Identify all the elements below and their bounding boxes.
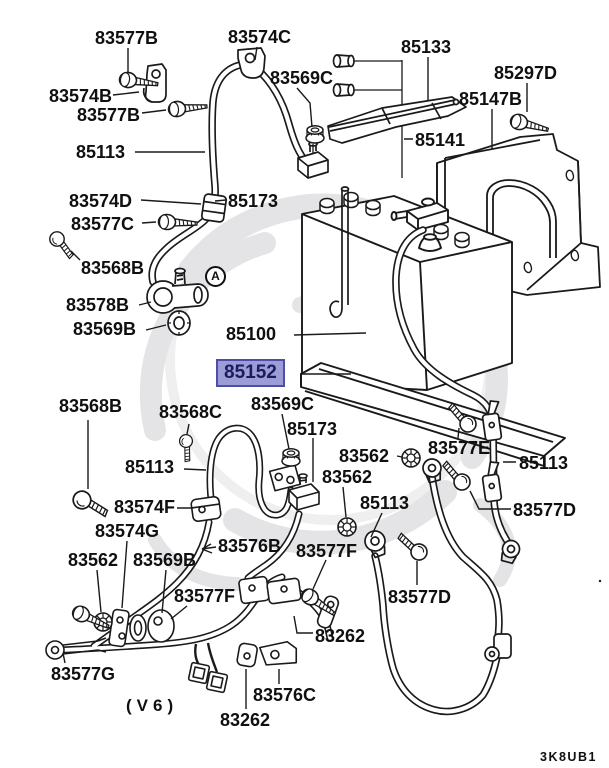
part-label-85173-1[interactable]: 85173 [228,191,279,211]
holddown-j-rod [329,186,350,318]
part-label-85141[interactable]: 85141 [415,130,466,150]
part-label-83568C[interactable]: 83568C [159,402,223,422]
part-label-83577C[interactable]: 83577C [71,214,135,234]
part-label-83562-1[interactable]: 83562 [339,446,390,466]
callout-a: A [205,266,226,287]
part-label-85100[interactable]: 85100 [226,324,277,344]
lower-cable-harness-assembly [45,424,340,694]
part-label-83262-1[interactable]: 83262 [315,626,366,646]
right-battery-cable-assembly [337,226,602,716]
part-label-85113-3[interactable]: 85113 [125,457,175,477]
part-label-83569B-2[interactable]: 83569B [133,550,197,570]
part-label-83574D[interactable]: 83574D [69,191,133,211]
part-label-83577B-1[interactable]: 83577B [95,28,159,48]
part-label-83577G[interactable]: 83577G [51,664,116,684]
part-label-85113-2[interactable]: 85113 [519,453,569,473]
part-label-83576B[interactable]: 83576B [218,536,282,556]
part-label-83574F[interactable]: 83574F [114,497,176,517]
part-label-85113-4[interactable]: 85113 [360,493,410,513]
battery-holddown-85141-85133 [327,54,467,178]
part-label-83568B-2[interactable]: 83568B [59,396,123,416]
part-label-83574G[interactable]: 83574G [95,521,160,541]
part-label-85173-2[interactable]: 85173 [287,419,338,439]
leader-lines [62,46,528,709]
part-label-83569C-1[interactable]: 83569C [270,68,334,88]
part-label-83577E[interactable]: 83577E [428,438,491,458]
part-label-85147B[interactable]: 85147B [459,89,523,109]
part-label-83574B[interactable]: 83574B [49,86,113,106]
part-label-83562-3[interactable]: 83562 [68,550,119,570]
part-label-83577F-1[interactable]: 83577F [296,541,358,561]
part-label-83577F-2[interactable]: 83577F [174,586,236,606]
part-label-85113-1[interactable]: 85113 [76,142,126,162]
part-label-85297D[interactable]: 85297D [494,63,558,83]
part-label-83562-2[interactable]: 83562 [322,467,373,487]
part-label-83578B[interactable]: 83578B [66,295,130,315]
part-label-85133[interactable]: 85133 [401,37,452,57]
part-label-83574C[interactable]: 83574C [228,27,292,47]
diagram-code: 3K8UB1 [540,750,597,764]
part-label-83568B-1[interactable]: 83568B [81,258,145,278]
battery-85100 [301,191,513,391]
part-label-85152-selected[interactable]: 85152 [216,359,285,387]
part-label-83577B-2[interactable]: 83577B [77,105,141,125]
part-label-83569B-1[interactable]: 83569B [73,319,137,339]
part-label-83262-2[interactable]: 83262 [220,710,271,730]
part-label-83569C-2[interactable]: 83569C [251,394,315,414]
engine-variant-label: (V6) [126,696,179,715]
part-label-83577D-2[interactable]: 83577D [388,587,452,607]
part-label-83576C[interactable]: 83576C [253,685,317,705]
part-label-83577D-1[interactable]: 83577D [513,500,577,520]
